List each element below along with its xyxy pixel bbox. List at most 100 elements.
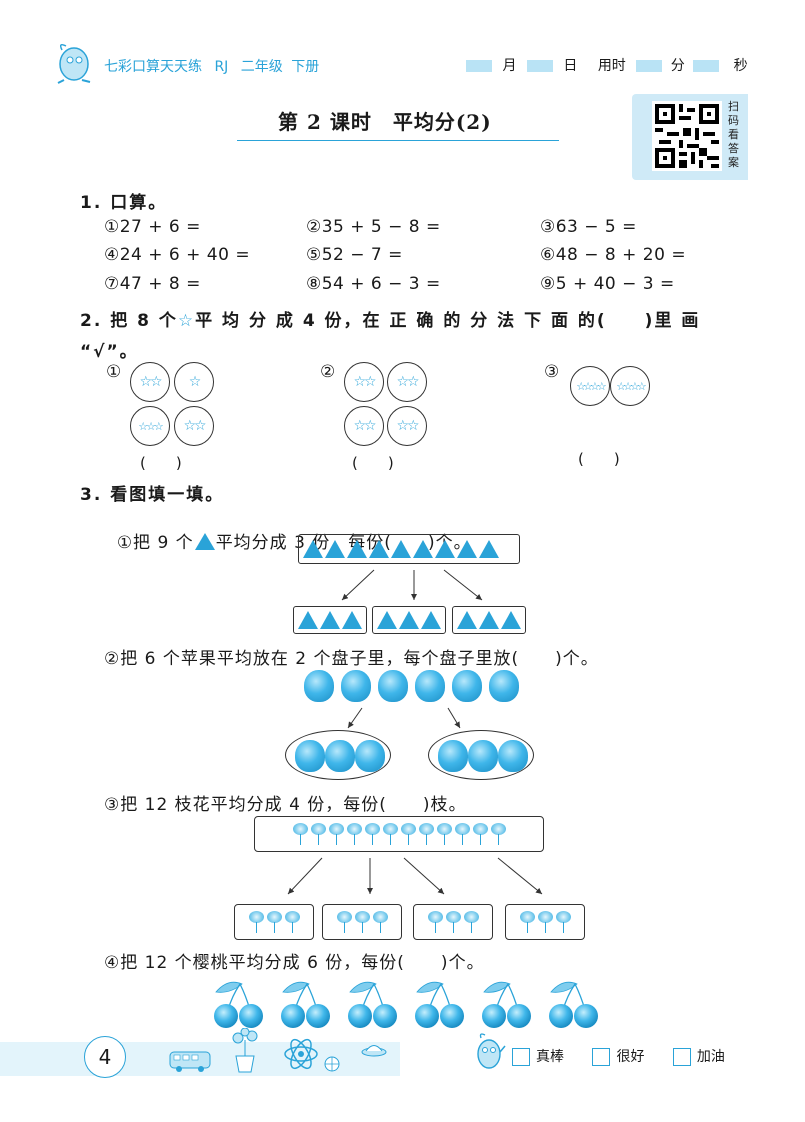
cherries-row xyxy=(210,976,610,1030)
flower-icon xyxy=(490,823,507,845)
q3-sub3-text: ③把 12 枝花平均分成 4 份，每份( )枝。 xyxy=(104,795,467,815)
triangle-icon xyxy=(457,540,477,558)
q2-option-3-label: ③ xyxy=(544,362,561,382)
triangle-icon xyxy=(479,540,499,558)
q2-opt1-answer[interactable]: ( ) xyxy=(140,454,182,472)
flower-icon xyxy=(292,823,309,845)
q1-item-4: ④24 + 6 + 40 = xyxy=(104,245,251,265)
flowers-group-3 xyxy=(413,904,493,940)
apple xyxy=(341,670,371,702)
flower-icon xyxy=(336,911,353,933)
apple xyxy=(468,740,498,772)
q2-opt2-circle-4: ☆☆ xyxy=(387,406,427,446)
cherry-pair-icon xyxy=(482,981,531,1028)
qr-panel: 扫码看答案 xyxy=(632,94,748,180)
rating-2[interactable]: 很好 xyxy=(592,1048,644,1066)
apple xyxy=(489,670,519,702)
q3-sub2-arrows xyxy=(347,707,461,729)
apple xyxy=(325,740,355,772)
rating-3-label: 加油 xyxy=(696,1049,725,1065)
cherry-pair-icon xyxy=(549,981,598,1028)
rating-3[interactable]: 加油 xyxy=(672,1048,725,1066)
q2-opt3-circle-1: ☆☆☆☆ xyxy=(570,366,610,406)
q2-opt2-circle-2: ☆☆ xyxy=(387,362,427,402)
cherry-pair-icon xyxy=(415,981,464,1028)
second-label: 秒 xyxy=(733,58,748,74)
q2-text-b: 平 均 分 成 4 份，在 正 确 的 分 法 下 面 的( )里 画 xyxy=(195,311,701,331)
q3-sub3-arrows xyxy=(287,857,543,895)
q2-opt3-answer[interactable]: ( ) xyxy=(578,450,620,468)
flowers-group-2 xyxy=(322,904,402,940)
flower-icon xyxy=(537,911,554,933)
rating-options: 真棒 很好 加油 xyxy=(512,1046,725,1066)
q2-option-1-label: ① xyxy=(106,362,123,382)
apple xyxy=(498,740,528,772)
month-field[interactable] xyxy=(466,60,492,72)
flower-icon xyxy=(555,911,572,933)
qr-code-icon[interactable] xyxy=(652,101,722,171)
day-field[interactable] xyxy=(526,60,553,72)
q1-heading: 1. 口算。 xyxy=(80,188,167,213)
second-field[interactable] xyxy=(693,60,720,72)
flower-icon xyxy=(519,911,536,933)
cherry-pair-icon xyxy=(348,981,397,1028)
q2-opt2-answer[interactable]: ( ) xyxy=(352,454,394,472)
flowers-group-1 xyxy=(234,904,314,940)
book-edition: RJ xyxy=(214,59,229,75)
flower-icon xyxy=(346,823,363,845)
apple xyxy=(355,740,385,772)
apple xyxy=(452,670,482,702)
apples-row xyxy=(304,670,524,704)
q2-text-a: 把 8 个 xyxy=(110,311,178,331)
page-number-circle: 4 xyxy=(84,1036,126,1078)
triangle-icon xyxy=(347,540,367,558)
minute-label: 分 xyxy=(670,58,685,74)
apple xyxy=(295,740,325,772)
book-title: 七彩口算天天练 xyxy=(104,59,202,75)
book-grade: 二年级 xyxy=(240,59,283,75)
flower-icon xyxy=(354,911,371,933)
header-date-fields: 月 日 用时 分 秒 xyxy=(466,55,748,75)
flower-icon xyxy=(328,823,345,845)
triangles-group-3 xyxy=(452,606,526,634)
checkbox-3[interactable] xyxy=(672,1048,691,1066)
triangles-group-1 xyxy=(293,606,367,634)
q2-opt3-circle-2: ☆☆☆☆ xyxy=(610,366,650,406)
q2-opt2-circle-3: ☆☆ xyxy=(344,406,384,446)
page-number: 4 xyxy=(98,1045,112,1069)
flower-icon xyxy=(463,911,480,933)
q3-sub1-a: ①把 9 个 xyxy=(116,533,194,553)
q1-item-5: ⑤52 − 7 = xyxy=(306,245,403,265)
triangle-icon xyxy=(391,540,411,558)
flowers-all-box xyxy=(254,816,544,852)
q3-sub2-text: ②把 6 个苹果平均放在 2 个盘子里，每个盘子里放( )个。 xyxy=(104,649,599,669)
triangle-icon xyxy=(435,540,455,558)
q2-opt1-circle-1: ☆☆ xyxy=(130,362,170,402)
q1-item-9: ⑨5 + 40 − 3 = xyxy=(540,274,675,294)
rating-1[interactable]: 真棒 xyxy=(512,1048,564,1066)
q3-sub4-text: ④把 12 个樱桃平均分成 6 份，每份( )个。 xyxy=(104,953,485,973)
apple xyxy=(304,670,334,702)
triangle-icon xyxy=(194,533,215,550)
apple xyxy=(378,670,408,702)
title-underline xyxy=(237,140,559,141)
q1-item-8: ⑧54 + 6 − 3 = xyxy=(306,274,441,294)
flower-icon xyxy=(454,823,471,845)
q1-item-1: ①27 + 6 = xyxy=(104,217,201,237)
day-label: 日 xyxy=(563,58,578,74)
bus-icon xyxy=(169,1051,211,1072)
flower-icon xyxy=(382,823,399,845)
plate-1 xyxy=(285,730,391,780)
flower-icon xyxy=(472,823,489,845)
flower-icon xyxy=(266,911,283,933)
flower-icon xyxy=(310,823,327,845)
q2-opt1-circle-4: ☆☆ xyxy=(174,406,214,446)
q2-number: 2. xyxy=(80,311,103,331)
checkbox-2[interactable] xyxy=(592,1048,611,1066)
minute-field[interactable] xyxy=(636,60,663,72)
star-icon: ☆ xyxy=(177,311,196,331)
triangles-group-2 xyxy=(372,606,446,634)
q3-heading: 3. 看图填一填。 xyxy=(80,480,224,505)
checkbox-1[interactable] xyxy=(512,1048,530,1066)
apple xyxy=(438,740,468,772)
